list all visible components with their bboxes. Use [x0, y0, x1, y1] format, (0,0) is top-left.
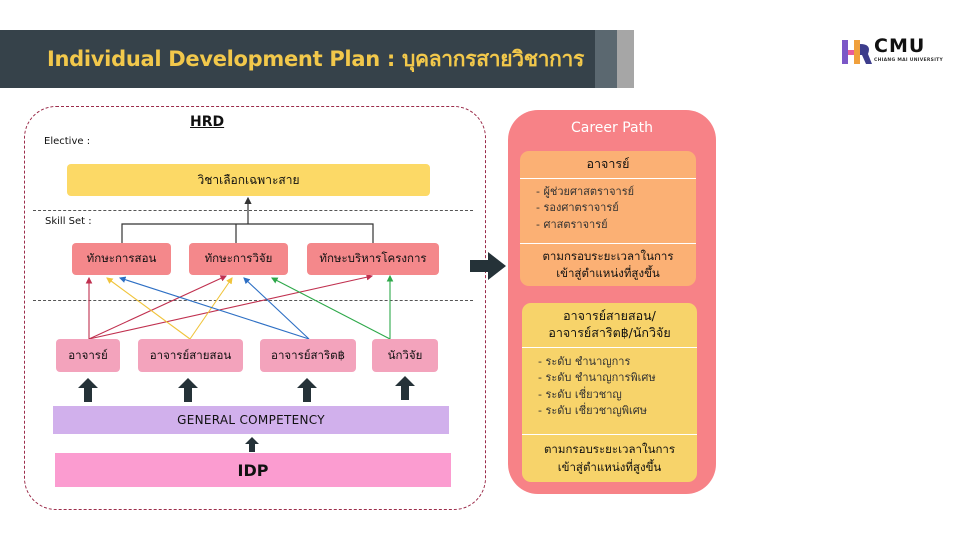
position-researcher: นักวิจัย [372, 339, 438, 372]
divider-upper [33, 210, 473, 211]
skill-project-management: ทักษะบริหารโครงการ [307, 243, 439, 275]
divider-lower [33, 300, 473, 301]
title-accent-dark [595, 30, 617, 88]
career-card-support-lecturer: อาจารย์สายสอน/ อาจารย์สาริต฿/นักวิจัย - … [522, 303, 697, 482]
list-item: - รองศาตราจารย์ [536, 201, 619, 215]
card1-list: - ผู้ช่วยศาสตราจารย์ - รองศาตราจารย์ - ศ… [536, 184, 634, 233]
elective-course-box: วิชาเลือกเฉพาะสาย [67, 164, 430, 196]
card1-footer-line1: ตามกรอบระยะเวลาในการ [542, 248, 674, 263]
list-item: - ศาสตราจารย์ [536, 217, 608, 231]
career-card-lecturer: อาจารย์ - ผู้ช่วยศาสตราจารย์ - รองศาตราจ… [520, 151, 696, 286]
logo-name: CMU [874, 35, 926, 57]
right-arrow-icon [470, 252, 506, 280]
hr-logo-icon [842, 40, 872, 64]
card1-separator-bottom [520, 243, 696, 244]
card2-separator-bottom [522, 434, 697, 435]
skillset-label: Skill Set : [45, 216, 92, 227]
skill-teaching: ทักษะการสอน [72, 243, 171, 275]
list-item: - ระดับ ชำนาญการพิเศษ [538, 371, 656, 385]
page-title: Individual Development Plan : บุคลากรสาย… [47, 47, 585, 71]
hrd-frame [24, 106, 486, 510]
hrd-title: HRD [190, 114, 225, 130]
idp-box: IDP [55, 453, 451, 487]
position-lecturer: อาจารย์ [56, 339, 120, 372]
card2-heading-line2: อาจารย์สาริต฿/นักวิจัย [548, 325, 671, 340]
card2-list: - ระดับ ชำนาญการ - ระดับ ชำนาญการพิเศษ -… [538, 354, 656, 419]
card1-separator-top [520, 178, 696, 179]
card2-heading-line1: อาจารย์สายสอน/ [563, 308, 656, 324]
card2-separator-top [522, 347, 697, 348]
card2-footer: ตามกรอบระยะเวลาในการ เข้าสู่ตำแหน่งที่สู… [522, 435, 697, 482]
general-competency-box: GENERAL COMPETENCY [53, 406, 449, 434]
list-item: - ผู้ช่วยศาสตราจารย์ [536, 185, 635, 198]
title-accent-gray [617, 30, 634, 88]
skill-research: ทักษะการวิจัย [189, 243, 288, 275]
list-item: - ระดับ เชี่ยวชาญพิเศษ [538, 403, 648, 417]
position-teaching-lecturer: อาจารย์สายสอน [138, 339, 243, 372]
card1-footer-line2: เข้าสู่ตำแหน่งที่สูงขึ้น [556, 266, 660, 280]
card2-footer-line2: เข้าสู่ตำแหน่งที่สูงขึ้น [557, 459, 662, 474]
logo-subtitle: CHIANG MAI UNIVERSITY [874, 58, 944, 63]
title-bar [0, 30, 595, 88]
card2-heading: อาจารย์สายสอน/ อาจารย์สาริต฿/นักวิจัย [522, 303, 697, 347]
list-item: - ระดับ เชี่ยวชาญ [538, 387, 622, 401]
list-item: - ระดับ ชำนาญการ [538, 355, 631, 368]
position-demonstration-lecturer: อาจารย์สาริต฿ [260, 339, 356, 372]
career-path-title: Career Path [571, 120, 653, 136]
card1-footer: ตามกรอบระยะเวลาในการ เข้าสู่ตำแหน่งที่สู… [520, 244, 696, 286]
elective-label: Elective : [44, 136, 91, 147]
card2-footer-line1: ตามกรอบระยะเวลาในการ [543, 442, 676, 457]
card1-heading: อาจารย์ [586, 156, 630, 172]
